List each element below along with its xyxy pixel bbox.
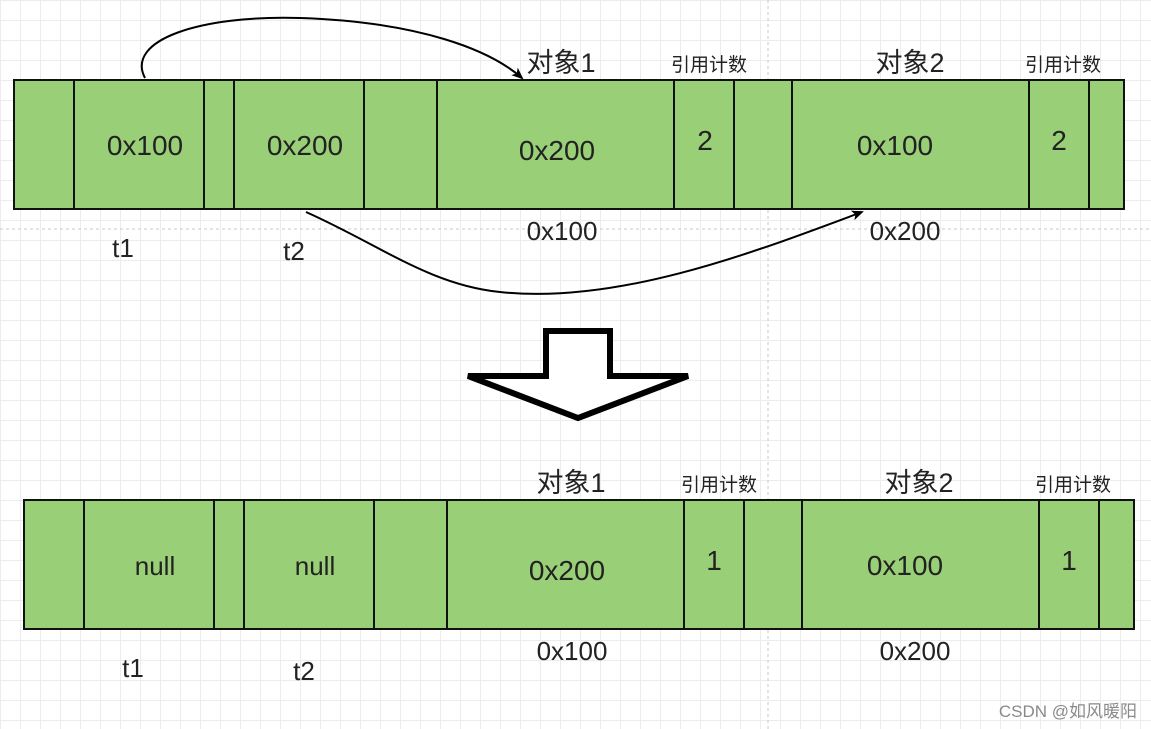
watermark: CSDN @如风暖阳 <box>999 702 1137 721</box>
t1-ref-value: null <box>135 551 175 581</box>
memory-strip-before <box>13 79 1125 210</box>
t2-reference-cell <box>233 79 365 210</box>
memory-cell <box>203 79 235 210</box>
memory-cell <box>363 79 438 210</box>
memory-cell <box>743 499 803 630</box>
t1-label: t1 <box>122 653 144 683</box>
object1-count-cell <box>683 499 745 630</box>
object1-count-value: 2 <box>697 125 713 156</box>
object2-title: 对象2 <box>875 48 944 78</box>
object1-count-label: 引用计数 <box>681 474 757 496</box>
memory-cell <box>373 499 448 630</box>
memory-cell <box>13 79 75 210</box>
t2-ref-value: 0x200 <box>267 130 343 161</box>
object1-field-value: 0x200 <box>529 555 605 586</box>
object1-title: 对象1 <box>526 48 595 78</box>
object1-count-value: 1 <box>706 545 722 576</box>
object2-title: 对象2 <box>884 468 953 498</box>
object2-count-label: 引用计数 <box>1035 474 1111 496</box>
memory-cell <box>733 79 793 210</box>
object2-count-value: 2 <box>1051 125 1067 156</box>
object2-count-value: 1 <box>1061 545 1077 576</box>
object2-count-label: 引用计数 <box>1025 54 1101 76</box>
object1-title: 对象1 <box>536 468 605 498</box>
object1-field-cell <box>436 79 675 210</box>
t1-reference-cell <box>73 79 205 210</box>
memory-cell <box>1088 79 1125 210</box>
t1-ref-value: 0x100 <box>107 130 183 161</box>
t1-reference-cell <box>83 499 215 630</box>
memory-cell <box>213 499 245 630</box>
memory-cell <box>1098 499 1135 630</box>
t1-label: t1 <box>112 233 134 263</box>
object1-address: 0x100 <box>537 636 608 666</box>
object2-address: 0x200 <box>870 216 941 246</box>
memory-strip-after <box>23 499 1135 630</box>
object1-count-label: 引用计数 <box>671 54 747 76</box>
t1-to-object1-arrow <box>140 16 524 80</box>
object1-field-value: 0x200 <box>519 135 595 166</box>
t2-reference-cell <box>243 499 375 630</box>
t2-label: t2 <box>293 656 315 686</box>
transition-down-arrow-icon <box>466 328 690 422</box>
t2-to-object2-arrow <box>305 210 864 295</box>
memory-cell <box>23 499 85 630</box>
object2-field-value: 0x100 <box>857 130 933 161</box>
t2-label: t2 <box>283 236 305 266</box>
object2-count-cell <box>1028 79 1090 210</box>
t2-ref-value: null <box>295 551 335 581</box>
object2-field-value: 0x100 <box>867 550 943 581</box>
object2-address: 0x200 <box>880 636 951 666</box>
object1-address: 0x100 <box>527 216 598 246</box>
